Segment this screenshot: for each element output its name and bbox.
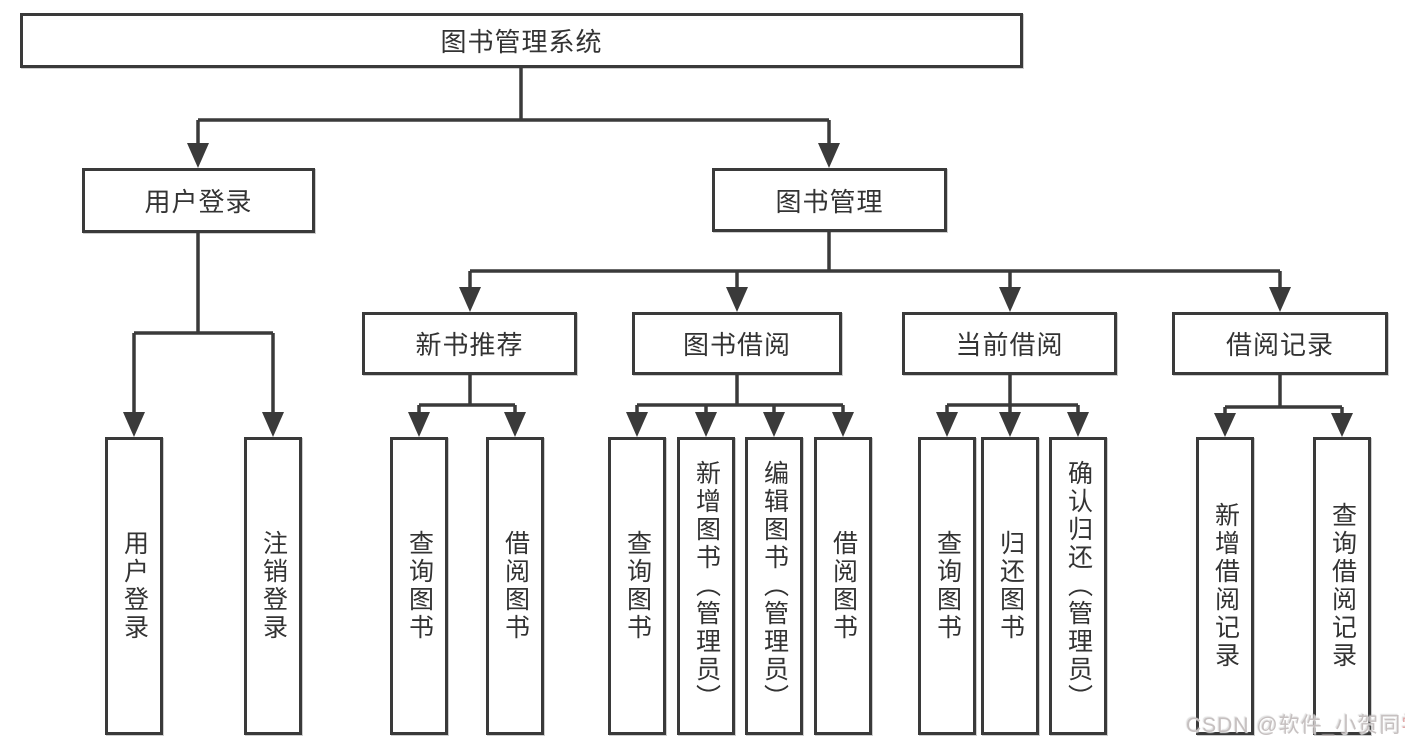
node-label: 借阅图书 (501, 530, 530, 642)
arrowhead (695, 412, 717, 437)
leaf-borrow-books: 借阅图书 (814, 437, 872, 735)
leaf-query-borrow-record: 查询借阅记录 (1313, 437, 1371, 735)
node-user-login-branch: 用户登录 (82, 168, 315, 233)
arrowhead (408, 412, 430, 437)
leaf-query-books-current: 查询图书 (918, 437, 976, 735)
arrowhead (1331, 413, 1353, 437)
node-label: 编辑图书（管理员） (760, 460, 789, 712)
node-label: 新增图书（管理员） (692, 460, 721, 712)
node-label: 图书管理 (775, 186, 884, 217)
leaf-add-borrow-record: 新增借阅记录 (1196, 437, 1254, 735)
node-label: 注销登录 (259, 530, 288, 642)
leaf-user-login: 用户登录 (105, 437, 163, 735)
leaf-edit-books-admin: 编辑图书（管理员） (745, 437, 803, 735)
watermark-text: CSDN @软件_小贺同 (1186, 714, 1402, 737)
node-book-borrowing: 图书借阅 (632, 312, 842, 375)
node-label: 确认归还（管理员） (1064, 460, 1093, 712)
node-label: 查询借阅记录 (1328, 502, 1357, 670)
node-label: 借阅图书 (829, 530, 858, 642)
leaf-borrow-books-recommend: 借阅图书 (486, 437, 544, 735)
arrowhead (187, 143, 209, 168)
node-label: 借阅记录 (1225, 330, 1334, 360)
csdn-watermark: CSDN @软件_小贺同学 (1186, 709, 1405, 739)
arrowhead (504, 412, 526, 437)
arrowhead (459, 287, 481, 312)
leaf-add-books-admin: 新增图书（管理员） (677, 437, 735, 735)
leaf-query-books-recommend: 查询图书 (390, 437, 448, 735)
node-label: 查询图书 (405, 530, 434, 642)
arrowhead (262, 412, 284, 437)
arrowhead (818, 143, 840, 168)
node-label: 当前借阅 (955, 330, 1064, 360)
node-label: 新增借阅记录 (1211, 502, 1240, 670)
node-borrowing-records: 借阅记录 (1172, 312, 1388, 375)
arrowhead (1067, 412, 1089, 437)
node-book-management-branch: 图书管理 (712, 168, 947, 232)
arrowhead (999, 412, 1021, 437)
node-label: 查询图书 (933, 530, 962, 642)
node-label: 归还图书 (996, 530, 1025, 642)
arrowhead (763, 412, 785, 437)
node-label: 用户登录 (120, 530, 149, 642)
node-new-book-recommendation: 新书推荐 (362, 312, 577, 375)
node-root-book-management-system: 图书管理系统 (20, 13, 1023, 68)
arrowhead (832, 412, 854, 437)
leaf-confirm-return-admin: 确认归还（管理员） (1049, 437, 1107, 735)
arrowhead (999, 287, 1021, 312)
node-label: 图书借阅 (682, 330, 791, 360)
node-label: 用户登录 (144, 187, 253, 217)
node-current-borrowing: 当前借阅 (902, 312, 1117, 375)
arrowhead (936, 412, 958, 437)
arrowhead (726, 287, 748, 312)
watermark-accent-text: 学 (1401, 714, 1405, 737)
arrowhead (1269, 287, 1291, 312)
leaf-logout: 注销登录 (244, 437, 302, 735)
arrowhead (123, 412, 145, 437)
node-label: 查询图书 (623, 530, 652, 642)
arrowhead (626, 412, 648, 437)
leaf-query-books-borrowing: 查询图书 (608, 437, 666, 735)
node-label: 图书管理系统 (440, 27, 603, 57)
node-label: 新书推荐 (415, 330, 524, 360)
arrowhead (1214, 413, 1236, 437)
leaf-return-books: 归还图书 (981, 437, 1039, 735)
